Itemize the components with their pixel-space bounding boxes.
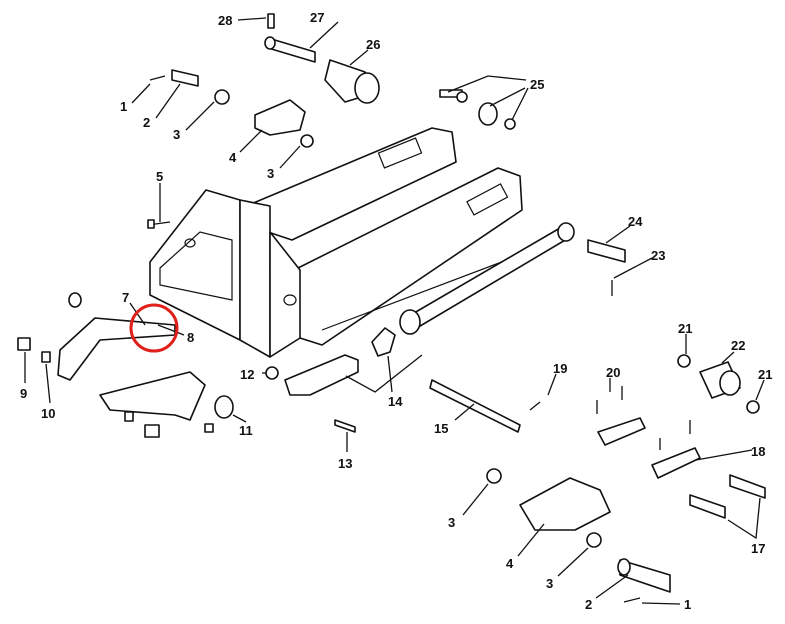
label-3: 3 <box>448 515 455 530</box>
label-11: 11 <box>239 423 253 438</box>
frame-and-forks <box>149 127 575 358</box>
part-labels: 28 27 26 25 1 2 3 4 3 5 24 23 7 8 21 22 … <box>20 10 772 612</box>
label-10: 10 <box>41 406 55 421</box>
label-28: 28 <box>218 13 232 28</box>
label-1: 1 <box>120 99 127 114</box>
label-21: 21 <box>758 367 772 382</box>
label-9: 9 <box>20 386 27 401</box>
label-20: 20 <box>606 365 620 380</box>
label-14: 14 <box>388 394 403 409</box>
label-26: 26 <box>366 37 380 52</box>
label-24: 24 <box>628 214 643 229</box>
label-12: 12 <box>240 367 254 382</box>
label-5: 5 <box>156 169 163 184</box>
label-3: 3 <box>267 166 274 181</box>
label-17: 17 <box>751 541 765 556</box>
label-2: 2 <box>585 597 592 612</box>
parts <box>17 13 766 603</box>
label-25: 25 <box>530 77 544 92</box>
leader-lines <box>24 17 765 605</box>
label-2: 2 <box>143 115 150 130</box>
label-7: 7 <box>122 290 129 305</box>
label-27: 27 <box>310 10 324 25</box>
highlight-circle <box>129 303 179 353</box>
label-1: 1 <box>684 597 691 612</box>
label-19: 19 <box>553 361 567 376</box>
label-3: 3 <box>173 127 180 142</box>
label-23: 23 <box>651 248 665 263</box>
label-8: 8 <box>187 330 194 345</box>
label-22: 22 <box>731 338 745 353</box>
label-18: 18 <box>751 444 765 459</box>
label-3: 3 <box>546 576 553 591</box>
label-4: 4 <box>506 556 514 571</box>
label-15: 15 <box>434 421 448 436</box>
label-21: 21 <box>678 321 692 336</box>
label-13: 13 <box>338 456 352 471</box>
label-4: 4 <box>229 150 237 165</box>
